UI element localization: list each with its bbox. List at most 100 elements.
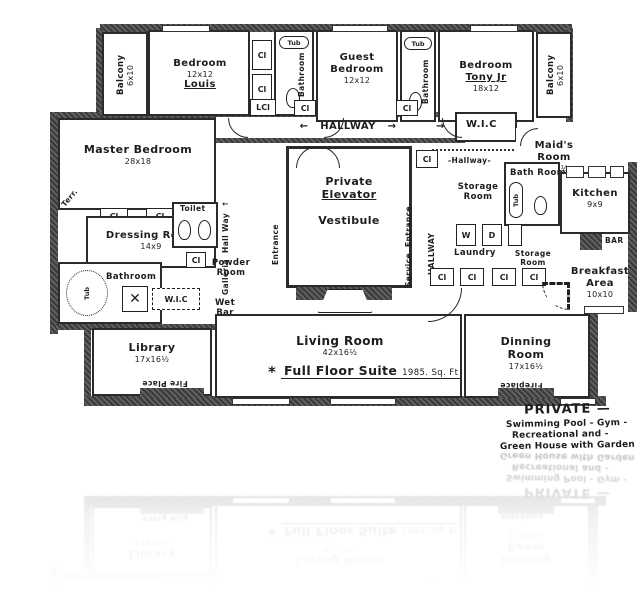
room-bedroom-tony [438, 30, 534, 122]
tub-louis: Tub [279, 36, 309, 49]
kitchen-counter-2 [588, 166, 606, 178]
closet-hall-1: Cl [294, 100, 316, 116]
room-guest-bedroom [316, 30, 398, 122]
room-wic-hall [455, 112, 517, 142]
powder-room-label: Powder Room [211, 258, 251, 279]
closet-rail [432, 149, 550, 151]
room-living [215, 314, 462, 398]
room-balcony-left [102, 32, 148, 116]
hallway-arrow-2: → [436, 121, 445, 132]
wall-hall-bottom [215, 138, 465, 143]
galleria-label: Galleria Hall Way ↑ [221, 200, 230, 296]
bath-guest-label: Bathroom [421, 59, 430, 105]
closet-hall-3: Cl [416, 150, 438, 168]
door-tony [442, 118, 462, 138]
library-label: Library 17x16½ [128, 341, 176, 364]
closet-service-2: Cl [460, 268, 484, 286]
wall-library-left [84, 330, 91, 402]
hallway-arrow-left: ← [299, 121, 309, 132]
dressing-label: Dressing Room 14x9 [105, 230, 197, 251]
wall-balcony-left [96, 28, 103, 116]
dining-label: Dinning Room 17x16½ [500, 335, 552, 371]
bedroom-tony-name: Tony Jr [465, 71, 507, 83]
storage2-label: Storage Room [514, 249, 552, 267]
bedroom-tony-label: Bedroom Tony Jr 18x12 [450, 60, 522, 93]
laundry-label: Laundry [454, 248, 496, 258]
tub-service: Tub [509, 182, 523, 218]
closet-louis-1: Cl [252, 40, 272, 70]
bath-louis-label: Bathroom [297, 52, 306, 98]
library-fireplace-label: Fire Place [142, 378, 188, 388]
kitchen-counter-1 [566, 166, 584, 178]
entrance-label: Entrance [271, 224, 280, 266]
wic-hall-label: W.I.C [466, 119, 497, 130]
fireplace-hearth-library [140, 388, 204, 399]
note-line-1: Swimming Pool - Gym - [505, 417, 628, 431]
toilet-fixture-service [534, 196, 547, 215]
hallway-label: ← HALLWAY → [299, 121, 397, 132]
living-label: Living Room 42x16½ [296, 334, 384, 358]
window-top-1 [162, 25, 210, 32]
closet-toilet: Cl [186, 252, 206, 268]
toilet-fixture-1 [178, 220, 191, 240]
window-bottom-2 [330, 398, 396, 405]
reflection-fade [0, 452, 640, 598]
window-bottom-3 [560, 398, 596, 405]
shower-box: ✕ [122, 286, 148, 312]
room-vestibule [286, 146, 412, 288]
wall-left [50, 112, 58, 334]
room-master-bedroom [58, 118, 216, 210]
window-top-2 [332, 25, 388, 32]
bedroom-louis-name: Louis [184, 79, 216, 91]
closet-hall-lcl: LCl [250, 99, 276, 116]
vestibule-label: Private Elevator Vestibule [318, 175, 380, 227]
breakfast-label: Breakfast Area 10x10 [570, 266, 630, 299]
toilet-label: Toilet [180, 204, 206, 213]
wall-right [628, 162, 637, 312]
door-breakfast [542, 282, 570, 310]
window-bottom-1 [232, 398, 290, 405]
galleria-arrow: ↑ [221, 200, 230, 208]
note-line-3: Green House with Garden [499, 439, 636, 453]
dryer-box: D [482, 224, 502, 246]
balcony-left-label: Balcony 6x10 [116, 54, 136, 96]
master-bath-label: Bathroom [106, 272, 157, 282]
note-title: PRIVATE — [523, 401, 612, 418]
room-balcony-right [536, 32, 572, 118]
kitchen-label: Kitchen 9x9 [572, 188, 618, 209]
kitchen-counter-3 [610, 166, 624, 178]
wall-library-top [56, 324, 216, 330]
window-top-3 [470, 25, 518, 32]
tub-master: Tub [66, 270, 108, 316]
toilet-fixture-2 [198, 220, 211, 240]
suite-asterisk: * [268, 363, 277, 381]
closet-service-3: Cl [492, 268, 516, 286]
laundry-sink-box [508, 224, 522, 246]
master-bedroom-label: Master Bedroom 28x18 [83, 143, 193, 166]
breakfast-bench [584, 306, 624, 314]
x-mark-icon: ✕ [129, 291, 141, 307]
balcony-right-label: Balcony 6x10 [546, 54, 566, 96]
fireplace-notch-main [318, 289, 372, 313]
closet-hall-2: Cl [396, 100, 418, 116]
closet-service-4: Cl [522, 268, 546, 286]
door-louis [228, 118, 248, 138]
guest-bedroom-label: Guest Bedroom 12x12 [330, 52, 384, 85]
wet-bar-label: Wet Bar [214, 298, 236, 318]
tub-guest: Tub [404, 37, 432, 50]
hallway-arrow-right: → [387, 121, 397, 132]
storage1-label: Storage Room [457, 182, 499, 203]
bath-service-label: Bath Room [510, 168, 566, 178]
bedroom-louis-label: Bedroom 12x12 Louis [162, 58, 238, 91]
closet-service-1: Cl [430, 268, 454, 286]
door-guest [324, 118, 344, 138]
washer-box: W [456, 224, 476, 246]
wall-dining-right [590, 306, 598, 402]
hallway-right-label: -Hallway- [448, 156, 491, 165]
bar-counter [580, 234, 602, 250]
bar-label: BAR [605, 236, 624, 245]
room-kitchen [560, 172, 630, 234]
suite-note: * Full Floor Suite 1985. Sq. Ft [268, 363, 462, 382]
